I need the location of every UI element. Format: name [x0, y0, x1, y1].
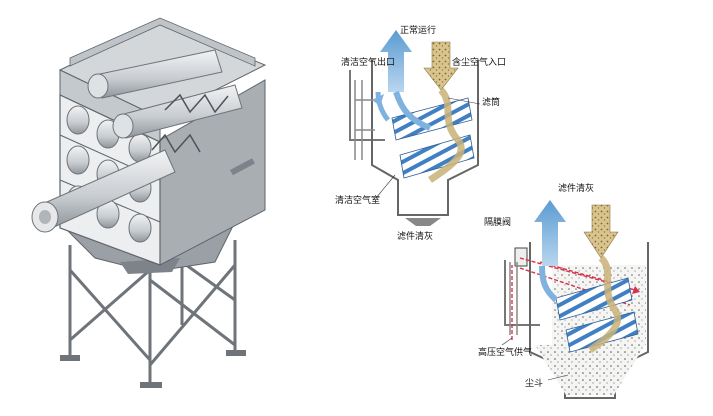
dusty-air-arrow-2 — [583, 204, 619, 259]
label-diaphragm-valve: 隔膜阀 — [484, 218, 512, 228]
label-filter-cleaning-top: 滤件清灰 — [397, 232, 434, 242]
label-filter-cleaning-right: 滤件清灰 — [558, 184, 595, 194]
clean-air-arrow-2 — [534, 200, 566, 266]
extracted-cartridges — [31, 49, 243, 233]
diaphragm-valve — [514, 247, 528, 267]
normal-operation-schematic — [349, 30, 481, 226]
clean-air-arrow — [380, 30, 412, 92]
label-clean-air-outlet: 清洁空气出口 — [341, 58, 396, 68]
collector-illustration — [31, 17, 267, 388]
label-clean-air-chamber: 清洁空气室 — [335, 196, 381, 206]
support-legs — [68, 240, 237, 385]
label-dusty-air-inlet: 含尘空气入口 — [452, 58, 507, 68]
dusty-air-arrow — [423, 41, 459, 91]
pulse-cleaning-schematic — [501, 200, 649, 399]
label-filter-cartridge: 滤筒 — [482, 98, 501, 108]
label-normal-operation: 正常运行 — [400, 26, 437, 36]
filter-lower — [399, 134, 475, 179]
hopper-dust — [535, 345, 645, 395]
filter-upper — [391, 97, 473, 141]
filter-upper-2 — [555, 277, 633, 321]
label-high-pressure-air: 高压空气供气 — [478, 348, 533, 358]
label-dust-hopper: 尘斗 — [525, 379, 544, 389]
